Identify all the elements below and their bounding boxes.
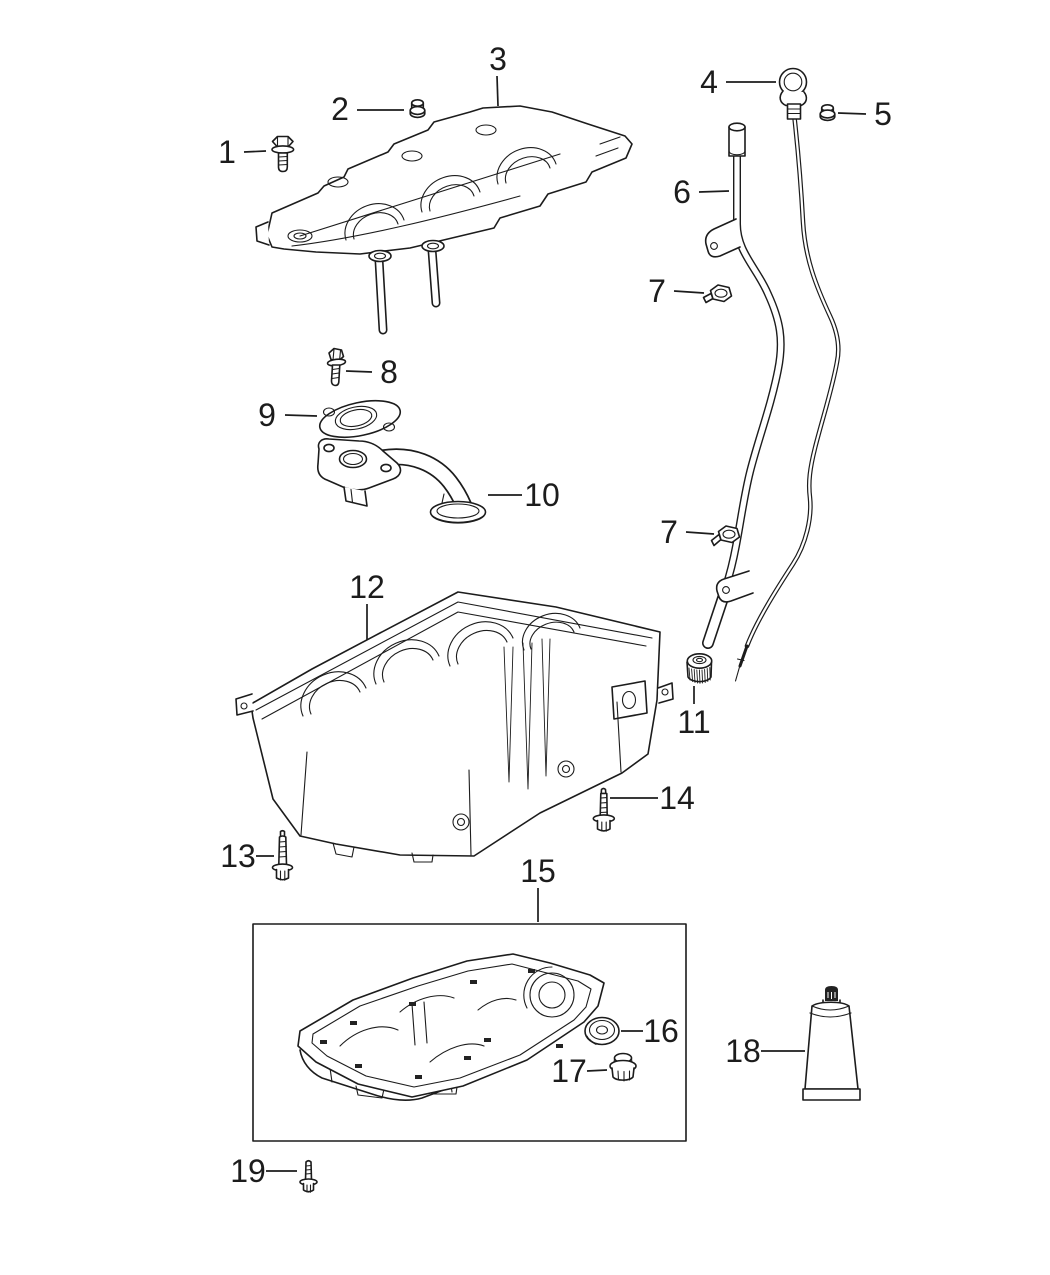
- part-7-bolt-upper: [702, 284, 733, 304]
- part-7-bolt-lower: [710, 525, 741, 547]
- callout-label-17-17: 17: [551, 1053, 587, 1089]
- callout-label-1-0: 1: [218, 134, 236, 170]
- callout-label-7-7: 7: [660, 514, 678, 550]
- leader-line-7-7: [685, 531, 715, 535]
- leader-line-9-9: [284, 414, 318, 417]
- callout-label-5-4: 5: [874, 96, 892, 132]
- callout-label-8-8: 8: [380, 354, 398, 390]
- callout-label-7-6: 7: [648, 273, 666, 309]
- leader-line-7-6: [673, 290, 705, 294]
- part-6-oil-dipstick-tube: [702, 122, 785, 649]
- part-12-upper-oil-pan: [235, 591, 674, 863]
- callout-label-4-3: 4: [700, 64, 718, 100]
- callout-label-3-2: 3: [489, 41, 507, 77]
- leader-line-6-5: [698, 190, 730, 193]
- callout-label-12-12: 12: [349, 569, 385, 605]
- callout-label-2-1: 2: [331, 91, 349, 127]
- leader-line-17-17: [586, 1069, 608, 1072]
- part-13-flange-bolt: [271, 829, 294, 881]
- callout-label-19-19: 19: [230, 1153, 266, 1189]
- callout-label-18-18: 18: [725, 1033, 761, 1069]
- callout-label-6-5: 6: [673, 174, 691, 210]
- leader-line-1-0: [243, 150, 267, 153]
- part-18-sealant-tube: [802, 986, 861, 1101]
- part-2-flange-nut: [409, 99, 426, 119]
- callout-label-9-9: 9: [258, 397, 276, 433]
- callout-label-14-14: 14: [659, 780, 695, 816]
- callout-label-10-10: 10: [524, 477, 560, 513]
- part-8-flange-bolt: [326, 347, 347, 387]
- leader-line-8-8: [345, 370, 373, 373]
- part-10-oil-pickup-tube: [316, 438, 487, 524]
- callout-label-15-15: 15: [520, 853, 556, 889]
- leader-line-3-2: [496, 75, 499, 107]
- part-1-flange-bolt: [271, 135, 295, 173]
- callout-label-16-16: 16: [643, 1013, 679, 1049]
- part-15-lower-oil-pan: [297, 953, 605, 1101]
- leader-line-5-4: [837, 112, 867, 115]
- callout-label-13-13: 13: [220, 838, 256, 874]
- part-17-oil-drain-plug: [609, 1052, 637, 1082]
- part-16-drain-plug-gasket: [584, 1016, 620, 1046]
- callout-label-11-11: 11: [677, 704, 710, 740]
- part-14-flange-bolt: [592, 787, 616, 832]
- part-9-pickup-tube-gasket: [318, 399, 402, 439]
- part-19-stud-bolt: [299, 1159, 318, 1193]
- part-3-windage-tray: [255, 105, 633, 335]
- part-5-flange-nut: [819, 104, 836, 122]
- part-11-dipstick-tube-grommet: [686, 652, 713, 684]
- part-4-engine-oil-dipstick: [734, 67, 841, 682]
